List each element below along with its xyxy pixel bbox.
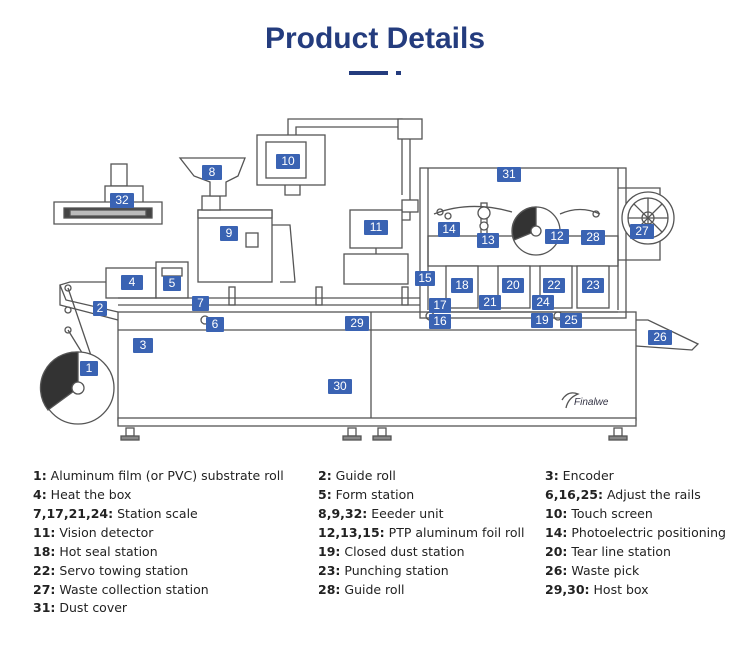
legend-item: 29,30: Host box (545, 582, 649, 597)
legend-item: 12,13,15: PTP aluminum foil roll (318, 525, 525, 540)
callout-6: 6 (206, 317, 224, 332)
callout-17: 17 (429, 298, 451, 313)
legend-item: 23: Punching station (318, 563, 449, 578)
callout-24: 24 (532, 295, 554, 310)
legend-item: 3: Encoder (545, 468, 614, 483)
callout-4: 4 (121, 275, 143, 290)
legend-item: 31: Dust cover (33, 600, 128, 615)
brand-logo-text: Finalwe (574, 397, 609, 408)
callout-20: 20 (502, 278, 524, 293)
callout-3: 3 (133, 338, 153, 353)
callout-14: 14 (438, 222, 460, 237)
legend-item: 2: Guide roll (318, 468, 396, 483)
callout-18: 18 (451, 278, 473, 293)
callout-16: 16 (429, 314, 451, 329)
callout-29: 29 (345, 316, 369, 331)
legend-item: 27: Waste collection station (33, 582, 209, 597)
legend-item: 14: Photoelectric positioning (545, 525, 726, 540)
callout-9: 9 (220, 226, 238, 241)
callout-27: 27 (630, 224, 654, 239)
legend-item: 20: Tear line station (545, 544, 671, 559)
legend-item: 4: Heat the box (33, 487, 132, 502)
legend-item: 5: Form station (318, 487, 415, 502)
callout-11: 11 (364, 220, 388, 235)
callout-19: 19 (531, 313, 553, 328)
callout-23: 23 (582, 278, 604, 293)
callout-8: 8 (202, 165, 222, 180)
callout-28: 28 (581, 230, 605, 245)
title-underline (349, 71, 388, 75)
callout-10: 10 (276, 154, 300, 169)
legend-item: 19: Closed dust station (318, 544, 465, 559)
callout-7: 7 (192, 296, 209, 311)
callout-2: 2 (93, 301, 107, 316)
page-title: Product Details (264, 22, 486, 55)
callout-15: 15 (415, 271, 435, 286)
legend-item: 26: Waste pick (545, 563, 640, 578)
legend-item: 18: Hot seal station (33, 544, 158, 559)
legend-item: 8,9,32: Eeeder unit (318, 506, 444, 521)
callout-1: 1 (80, 361, 98, 376)
callout-21: 21 (479, 295, 501, 310)
title-underline-dot (396, 71, 401, 75)
legend-item: 11: Vision detector (33, 525, 154, 540)
callout-31: 31 (497, 167, 521, 182)
callout-30: 30 (328, 379, 352, 394)
legend-item: 6,16,25: Adjust the rails (545, 487, 701, 502)
callout-13: 13 (477, 233, 499, 248)
callout-22: 22 (543, 278, 565, 293)
callout-25: 25 (560, 313, 582, 328)
callout-32: 32 (110, 193, 134, 208)
platform-legs (228, 286, 409, 306)
callout-12: 12 (545, 229, 569, 244)
legend-item: 1: Aluminum film (or PVC) substrate roll (33, 468, 284, 483)
legend-item: 10: Touch screen (545, 506, 653, 521)
legend-item: 7,17,21,24: Station scale (33, 506, 198, 521)
machine-feet (120, 427, 628, 441)
callout-5: 5 (163, 276, 181, 291)
legend-item: 22: Servo towing station (33, 563, 189, 578)
callout-26: 26 (648, 330, 672, 345)
legend-item: 28: Guide roll (318, 582, 405, 597)
foil-roll-12 (511, 206, 561, 256)
